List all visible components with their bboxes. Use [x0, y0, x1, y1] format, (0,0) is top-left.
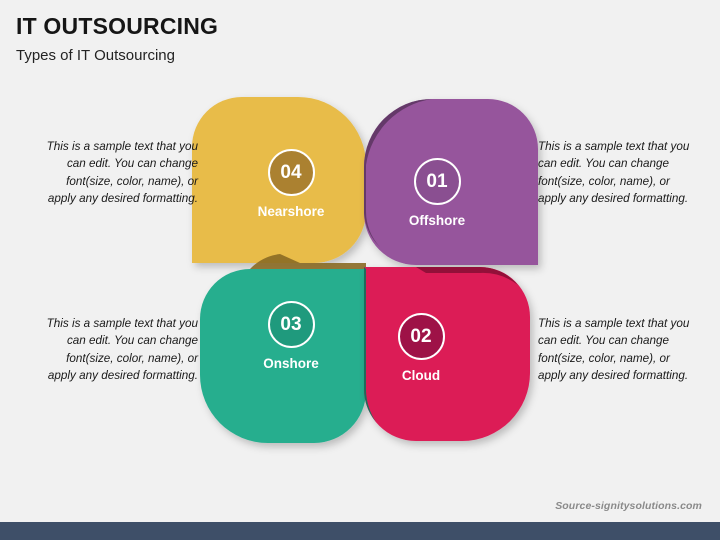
overlap-wedge-cloud [416, 267, 518, 285]
petal-shape-cloud[interactable] [364, 267, 530, 441]
overlap-wedge-onshore [364, 267, 376, 422]
description-top-left: This is a sample text that you can edit.… [46, 140, 198, 205]
description-bottom-left: This is a sample text that you can edit.… [46, 317, 198, 382]
overlap-wedge-nearshore [250, 254, 366, 269]
header: IT OUTSOURCING Types of IT Outsourcing [16, 13, 556, 65]
source-credit: Source-signitysolutions.com [555, 500, 702, 512]
description-top-right: This is a sample text that you can edit.… [538, 140, 690, 205]
petal-diagram-svg [192, 97, 538, 443]
petal-shape-nearshore[interactable] [192, 97, 366, 263]
page-subtitle: Types of IT Outsourcing [16, 47, 175, 65]
description-bottom-right: This is a sample text that you can edit.… [538, 317, 690, 382]
page-title: IT OUTSOURCING [16, 13, 219, 39]
petal-shape-offshore[interactable] [364, 99, 538, 265]
bottom-bar [0, 522, 720, 540]
petal-diagram: 04 Nearshore 01 Offshore 03 Onshore 02 C… [190, 95, 540, 445]
petal-shape-onshore[interactable] [200, 267, 366, 443]
